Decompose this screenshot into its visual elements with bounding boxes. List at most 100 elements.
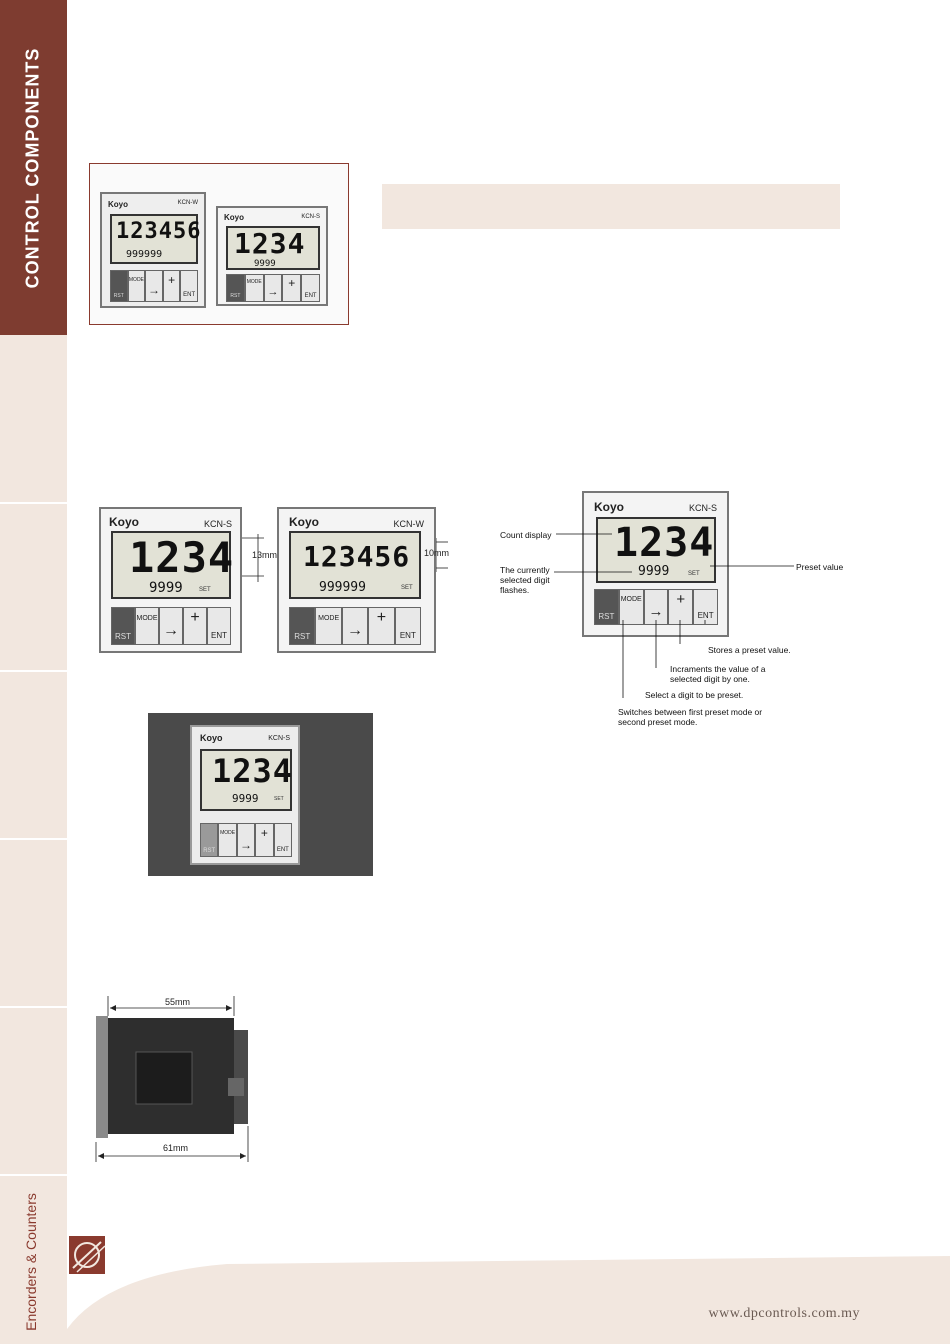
- plus-button[interactable]: +: [668, 589, 694, 625]
- arrow-button[interactable]: →: [236, 823, 256, 857]
- arrow-button[interactable]: →: [159, 607, 183, 645]
- keypad: RST MODE → + ENT: [289, 607, 422, 645]
- mode-button[interactable]: MODE: [315, 607, 342, 645]
- mode-label: MODE: [318, 615, 340, 622]
- model-label: KCN-S: [688, 503, 717, 513]
- keypad: RST MODE → + ENT: [594, 589, 718, 625]
- dimension-marker-s: [242, 534, 264, 582]
- rst-button[interactable]: RST: [110, 270, 128, 302]
- arrow-button[interactable]: →: [145, 270, 163, 302]
- sidebar-section-control-components: CONTROL COMPONENTS: [0, 0, 67, 335]
- rst-button[interactable]: RST: [594, 589, 619, 625]
- brand-label: Koyo: [224, 213, 244, 222]
- callout-stores: Stores a preset value.: [708, 645, 791, 655]
- plus-button[interactable]: +: [183, 607, 207, 645]
- brand-label: Koyo: [109, 515, 139, 529]
- footer-url[interactable]: www.dpcontrols.com.my: [708, 1306, 860, 1321]
- preset-display: 999999: [126, 249, 163, 260]
- sidebar-divider: [0, 1006, 67, 1008]
- plus-button[interactable]: +: [255, 823, 274, 857]
- plus-button[interactable]: +: [368, 607, 395, 645]
- mode-label: MODE: [220, 830, 236, 836]
- rst-button[interactable]: RST: [200, 823, 219, 857]
- rst-button[interactable]: RST: [226, 274, 245, 302]
- plus-button[interactable]: +: [282, 274, 302, 302]
- keypad: RST MODE → + ENT: [200, 823, 293, 857]
- sidebar-divider: [0, 1174, 67, 1176]
- product-photo: Koyo KCN-W 123456 999999 RST MODE → + EN…: [89, 163, 349, 325]
- title-banner: [382, 184, 840, 229]
- mode-button[interactable]: MODE: [135, 607, 159, 645]
- model-label: KCN-W: [393, 519, 425, 529]
- callout-count-display: Count display: [500, 530, 552, 540]
- product-kcn-s-photo: Koyo KCN-S 1234 9999 SET RST MODE → + EN…: [190, 725, 300, 865]
- mode-button[interactable]: MODE: [127, 270, 146, 302]
- sidebar-top-label: CONTROL COMPONENTS: [22, 47, 43, 289]
- arrow-button[interactable]: →: [643, 589, 669, 625]
- arrow-button[interactable]: →: [263, 274, 283, 302]
- ent-button[interactable]: ENT: [273, 823, 293, 857]
- brand-label: Koyo: [594, 500, 624, 514]
- plus-icon: +: [190, 609, 200, 626]
- plus-icon: +: [288, 276, 296, 290]
- plus-icon: +: [676, 591, 686, 608]
- rst-button[interactable]: RST: [289, 607, 316, 645]
- callout-selected-digit: The currently selected digit flashes.: [500, 565, 550, 596]
- ent-button[interactable]: ENT: [301, 274, 320, 302]
- lcd-display: 1234 9999 SET: [200, 749, 292, 811]
- sidebar-divider: [0, 838, 67, 840]
- arrow-icon: →: [648, 603, 664, 620]
- dimension-marker-w: [436, 538, 448, 572]
- preset-display: 999999: [319, 580, 366, 595]
- preset-display: 9999: [254, 259, 276, 269]
- callout-select-digit: Select a digit to be preset.: [645, 690, 744, 700]
- lcd-display: 123456 999999 SET: [289, 531, 421, 599]
- model-label: KCN-S: [301, 214, 320, 220]
- rst-button[interactable]: RST: [111, 607, 135, 645]
- mode-button[interactable]: MODE: [244, 274, 264, 302]
- sidebar-bottom-label: Encorders & Counters: [23, 1193, 39, 1331]
- ent-button[interactable]: ENT: [180, 270, 198, 302]
- brand-label: Koyo: [108, 200, 128, 209]
- plus-icon: +: [376, 609, 387, 626]
- plus-icon: +: [168, 273, 176, 287]
- lcd-display: 1234 9999 SET: [111, 531, 233, 599]
- arrow-button[interactable]: →: [341, 607, 369, 645]
- brand-label: Koyo: [289, 515, 319, 529]
- lcd-display: 123456 999999: [110, 214, 202, 264]
- ent-button[interactable]: ENT: [207, 607, 231, 645]
- model-label: KCN-W: [177, 200, 198, 206]
- count-display: 1234: [234, 227, 306, 260]
- diagram-kcn-s: Koyo KCN-S 1234 9999 SET RST MODE → + EN…: [99, 507, 242, 653]
- mode-button[interactable]: MODE: [218, 823, 237, 857]
- sidebar-divider: [0, 502, 67, 504]
- callout-switches: Switches between first preset mode or se…: [618, 707, 763, 728]
- model-label: KCN-S: [203, 519, 232, 529]
- callout-lines: [554, 533, 794, 698]
- product-photo-dark: Koyo KCN-S 1234 9999 SET RST MODE → + EN…: [148, 713, 373, 876]
- preset-display: 9999: [232, 792, 259, 805]
- model-label: KCN-S: [268, 735, 290, 742]
- count-display: 123456: [116, 219, 202, 244]
- count-display: 1234: [614, 520, 715, 566]
- count-display: 123456: [303, 540, 411, 573]
- plus-button[interactable]: +: [162, 270, 181, 302]
- sidebar: CONTROL COMPONENTS Encorders & Counters: [0, 0, 67, 1344]
- mode-button[interactable]: MODE: [618, 589, 644, 625]
- dim-depth-61: 61mm: [163, 1143, 189, 1153]
- dp-logo-icon: [69, 1236, 106, 1274]
- ent-button[interactable]: ENT: [394, 607, 422, 645]
- arrow-icon: →: [163, 622, 179, 639]
- keypad: RST MODE → + ENT: [110, 270, 198, 302]
- footer-wave: [67, 1256, 950, 1344]
- mode-label: MODE: [136, 615, 158, 622]
- ent-button[interactable]: ENT: [693, 589, 718, 625]
- mode-label: MODE: [620, 596, 642, 603]
- keypad: RST MODE → + ENT: [226, 274, 320, 302]
- dim-depth-55: 55mm: [165, 997, 191, 1007]
- brand-label: Koyo: [200, 733, 223, 743]
- arrow-icon: →: [147, 283, 160, 297]
- arrow-icon: →: [240, 838, 253, 852]
- side-dimension-drawing: [95, 996, 249, 1162]
- arrow-icon: →: [267, 286, 279, 298]
